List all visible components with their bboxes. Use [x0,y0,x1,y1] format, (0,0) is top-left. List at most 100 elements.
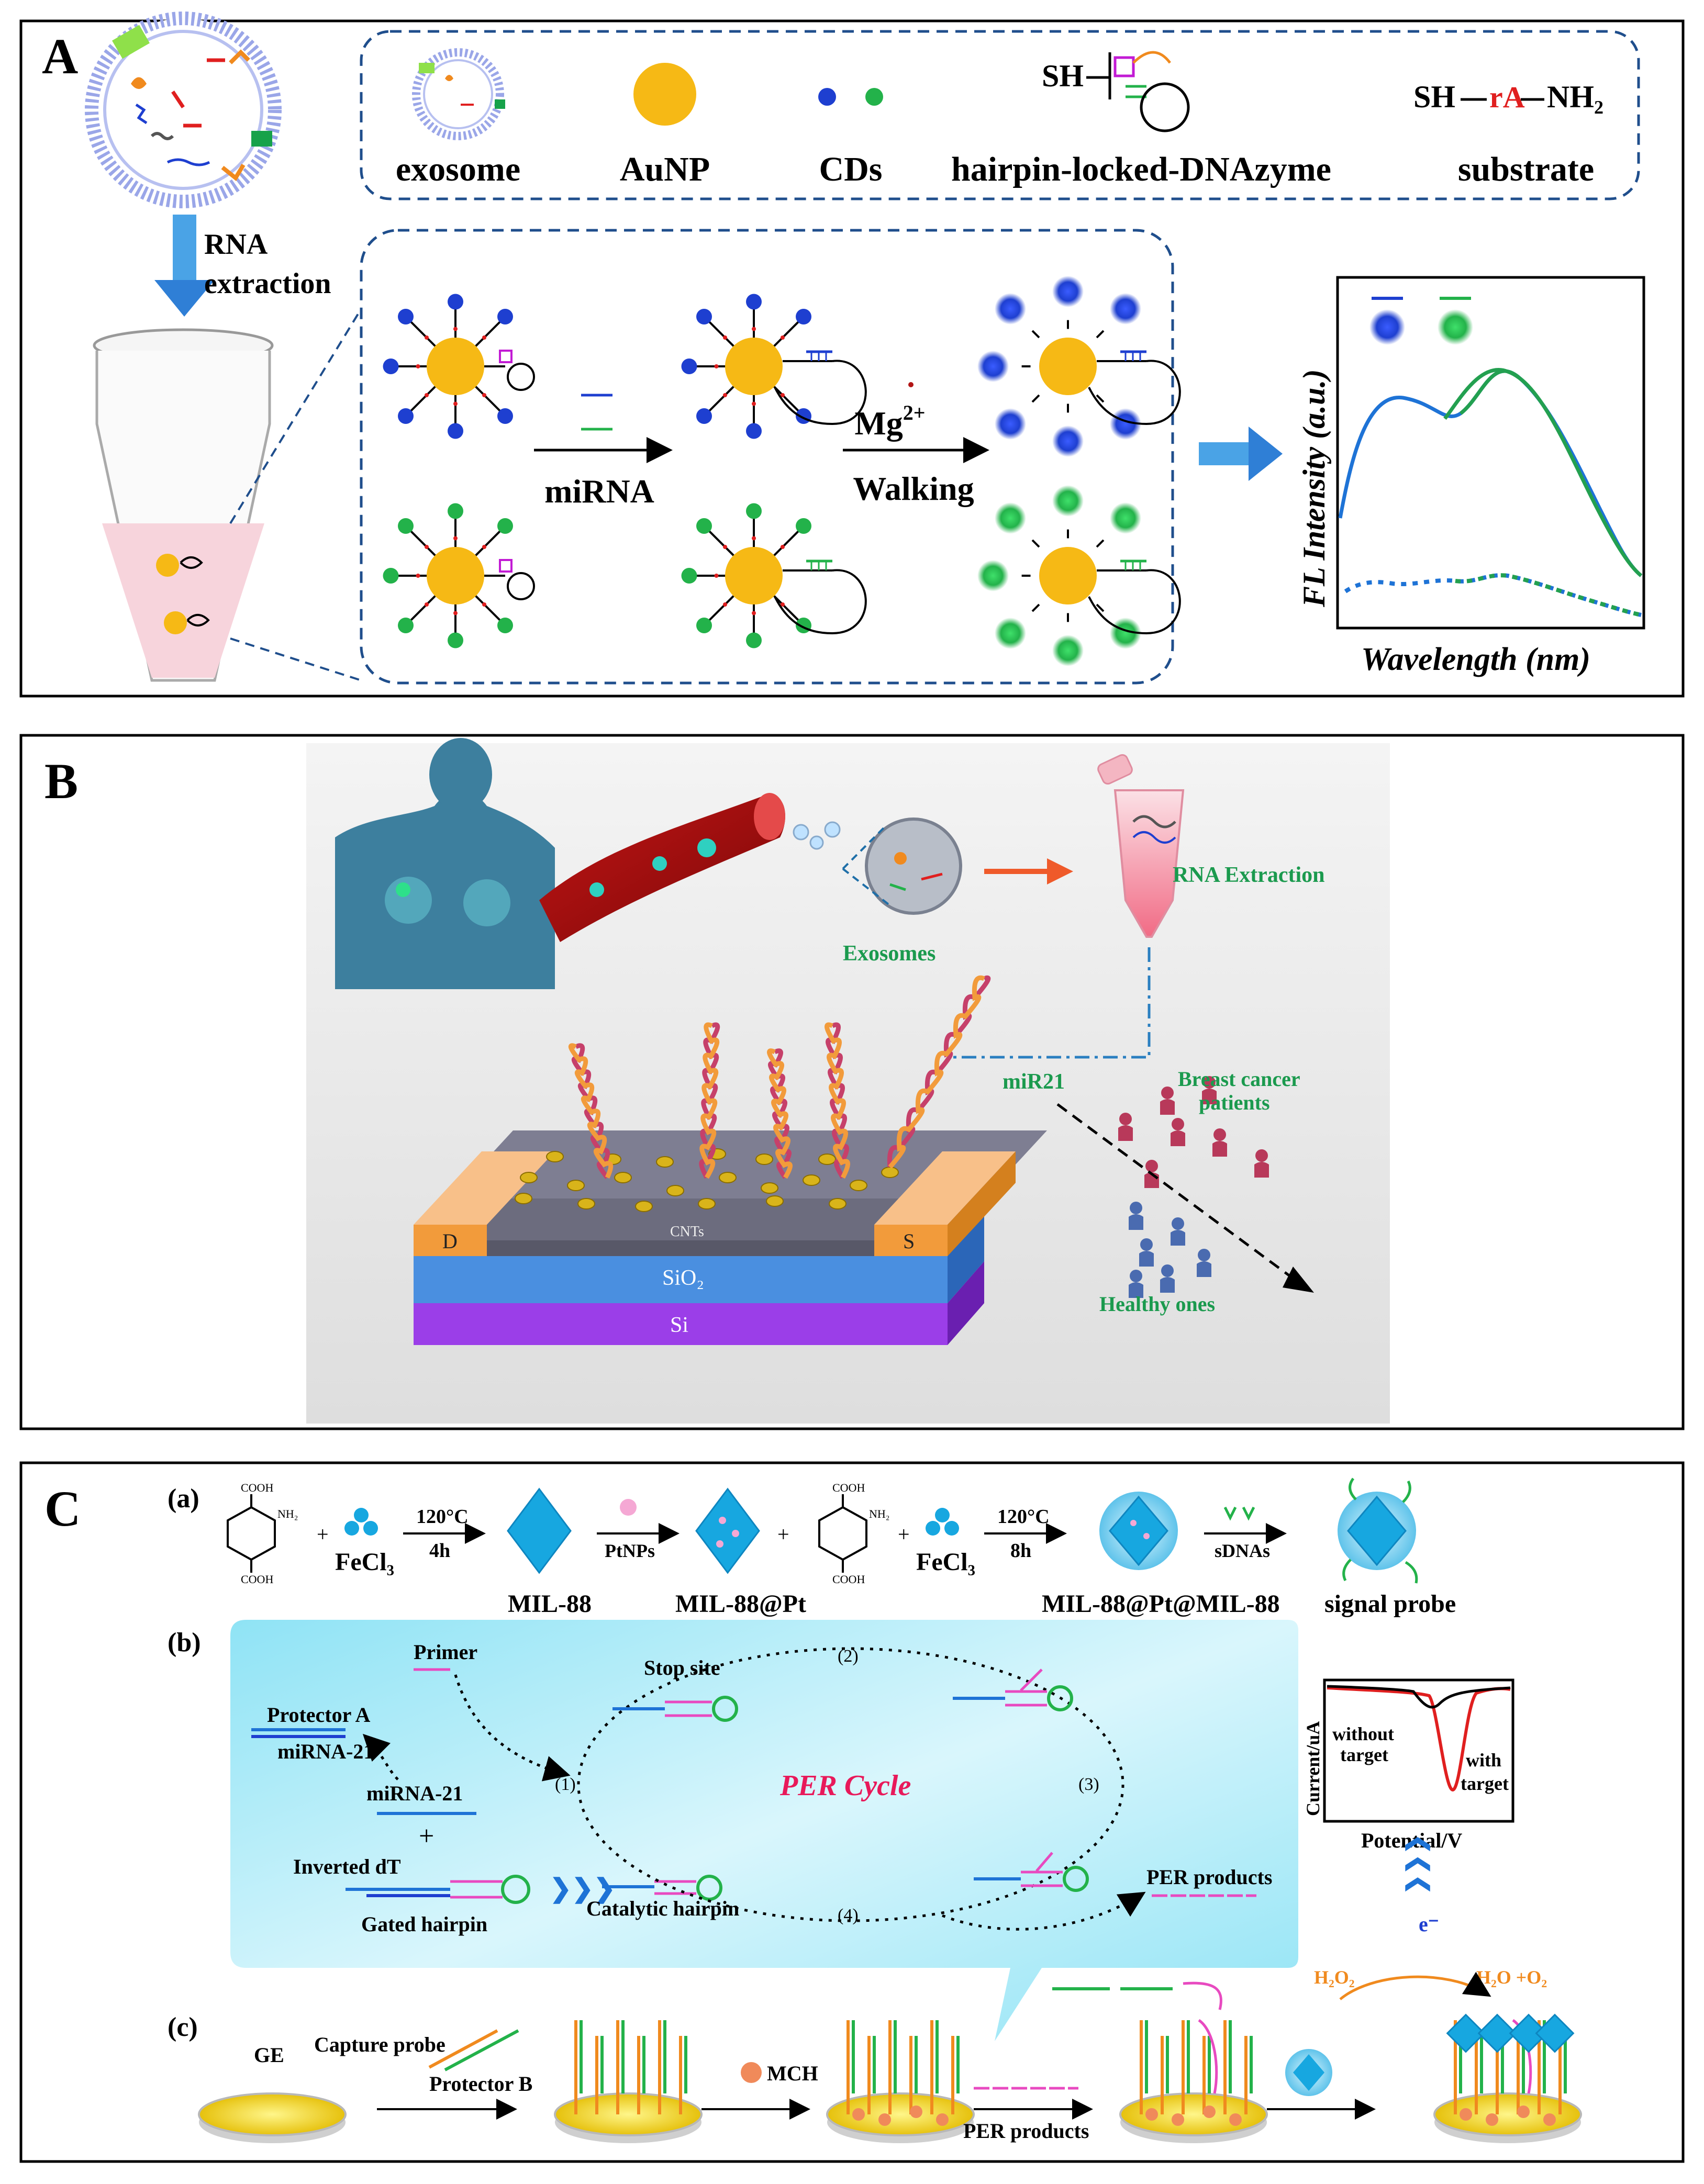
exosome-dash-1 [842,826,886,870]
extraction-arrow-b [984,858,1073,884]
mir21-label: miR21 [1003,1070,1065,1094]
gold-nanoparticle [850,1180,867,1191]
panel-b: B Exosomes [19,734,1685,1430]
carbon-dot [398,408,414,424]
fl-graph-ylabel: FL Intensity (a.u.) [1297,369,1331,608]
gold-nanoparticle [829,1198,847,1209]
aminoterephthalic-acid-1: COOH COOH NH₂ [227,1481,298,1586]
person-icon [1160,1087,1175,1115]
plus-4: + [419,1821,434,1851]
legend-substrate-sh: SH [1413,80,1455,114]
nh2-1: NH₂ [277,1507,298,1520]
carbon-dot [746,503,762,519]
carbon-dot [497,309,513,324]
primer-label: Primer [414,1640,477,1664]
person-head [1140,1238,1153,1251]
person-head [1145,1160,1158,1172]
carbon-dot [448,632,463,648]
cleavage-site [781,335,785,340]
aunp-core [1039,338,1097,395]
mirna21-label-a: miRNA-21 [277,1740,374,1763]
protector-a-label: Protector A [267,1703,370,1727]
nanoprobe [383,503,535,648]
carbon-dot [746,632,762,648]
primer-path [454,1674,571,1782]
person-head [1161,1264,1174,1277]
legend-substrate-nh2: NH₂ [1547,80,1603,114]
nh2-2: NH₂ [869,1507,889,1520]
person-body [1212,1141,1227,1157]
mch-molecule [1172,2113,1184,2126]
mil88-pt-label: MIL-88@Pt [675,1590,806,1618]
cooh-1: COOH [241,1481,273,1494]
rna-extraction-line1: RNA [204,228,268,261]
mch-molecule [878,2113,891,2126]
panel-a-label: A [42,28,78,84]
gold-nanoparticle [803,1174,820,1186]
legend-substrate-ra: rA [1489,80,1525,114]
cleavage-site [781,393,785,397]
released-cd [977,560,1009,591]
electrode [1119,2019,1268,2143]
released-cd [995,618,1026,649]
legend-aunp-label: AuNP [620,150,710,188]
person-body [1197,1261,1211,1277]
ptnp-icon [620,1499,637,1516]
gated-hairpin [346,1875,530,1904]
cooh-3: COOH [832,1481,865,1494]
exosome-b [865,817,962,915]
person-icon [1171,1118,1185,1146]
cleavage-site [482,335,486,340]
carbon-dot [398,518,414,534]
signal-probe-bound [1509,2013,1549,2053]
carbon-dot [696,518,712,534]
plus-1: + [317,1522,329,1546]
person-icon [1171,1217,1185,1246]
carbon-dot [681,359,697,374]
gold-nanoparticle [577,1198,595,1209]
fet-device [414,1130,1047,1345]
h2o2-label: H₂O₂ [1314,1967,1355,1988]
cleavage-site [723,335,727,340]
released-cd [1110,408,1141,440]
sub-b-label: (b) [168,1628,201,1657]
person-body [1129,1214,1143,1230]
gold-nanoparticle [520,1172,538,1183]
person-head [1172,1217,1184,1230]
carbon-dot [497,408,513,424]
gold-nanoparticle [698,1198,716,1209]
hairpin-step-3 [974,1852,1089,1892]
released-cd [977,351,1009,382]
blood-vessel [539,793,841,942]
exosome-large [85,12,282,208]
protector-b-strand [444,2029,519,2071]
without-target-2: target [1340,1744,1388,1765]
fecl3-label-2: FeCl₃ [916,1548,975,1576]
legend-hairpin-label: hairpin-locked-DNAzyme [951,150,1331,188]
protector-b-label: Protector B [429,2072,532,2096]
dna-helix [767,1048,793,1179]
fl-legend-green-dot [1438,309,1473,345]
cleavage-site [752,401,756,406]
mch-molecule [852,2108,865,2121]
ptnps-label: PtNPs [605,1540,655,1561]
person-head [1172,1118,1184,1130]
substrate-stub [1096,394,1105,403]
cleavage-site [723,393,727,397]
without-target-1: without [1332,1723,1394,1744]
mch-molecule [1460,2108,1472,2121]
person-icon [1197,1249,1211,1277]
dnazyme-loop [774,569,867,635]
carbon-dot [497,518,513,534]
electrode-surface [826,2092,975,2136]
mch-molecule [936,2113,949,2126]
cleavage-site [781,545,785,549]
connector-top [229,308,362,524]
fecl3-label-1: FeCl₃ [335,1548,394,1576]
dna-helix [887,975,991,1169]
nanoprobes [383,276,1181,666]
legend-box [360,30,1640,200]
cleavage-site [482,602,486,607]
trend-arrowhead [1283,1267,1314,1293]
released-cd [995,502,1026,534]
